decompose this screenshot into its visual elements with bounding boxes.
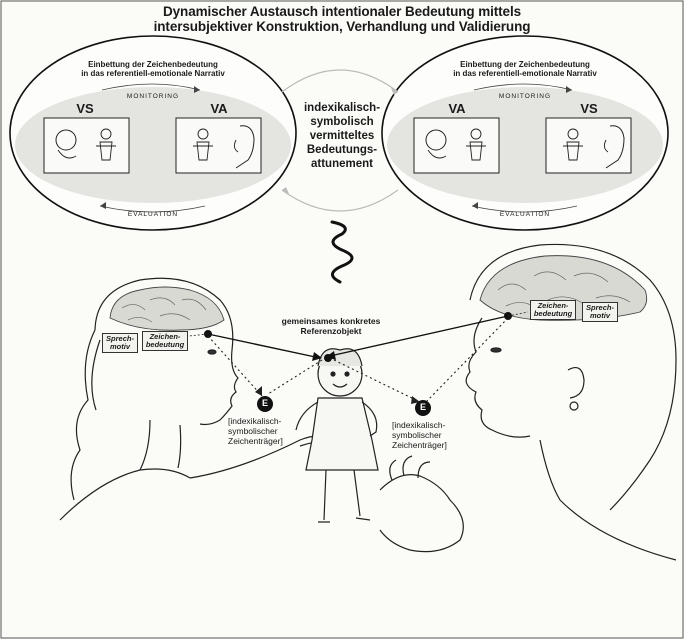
- exchange-arc-bottom: [282, 190, 398, 211]
- left-zeichen-line-2: bedeutung: [145, 341, 185, 349]
- child-to-referent-line: [208, 334, 320, 358]
- right-sprechmotiv-box: Sprech- motiv: [582, 302, 618, 322]
- attunement-caption: indexikalisch- symbolisch vermitteltes B…: [292, 101, 392, 171]
- left-sign-line-1: [indexikalisch-: [228, 416, 306, 426]
- referent-node: [324, 354, 332, 362]
- right-zeichenbedeutung-box: Zeichen- bedeutung: [530, 300, 576, 320]
- diagram-title: Dynamischer Austausch intentionaler Bede…: [0, 4, 684, 34]
- right-monitoring-label: MONITORING: [490, 93, 560, 100]
- left-sign-line-2: symbolischer: [228, 426, 306, 436]
- right-embedding-caption: Einbettung der Zeichenbedeutung in das r…: [430, 60, 620, 78]
- left-sprechmotiv-line-2: motiv: [105, 343, 135, 351]
- squiggle-symbol: [332, 222, 352, 282]
- right-sign-caption: [indexikalisch- symbolischer Zeichenträg…: [392, 420, 470, 450]
- left-oval-vs-label: VS: [60, 101, 110, 116]
- right-zeichen-line-2: bedeutung: [533, 310, 573, 318]
- left-embedding-line-2: in das referentiell-emotionale Narrativ: [58, 69, 248, 78]
- vs-scene-frame-right: [546, 118, 631, 173]
- referent-line-1: gemeinsames konkretes: [266, 316, 396, 326]
- child-figure: [60, 278, 340, 520]
- referent-caption: gemeinsames konkretes Referenzobjekt: [266, 316, 396, 336]
- attunement-line-1: indexikalisch-: [292, 101, 392, 115]
- right-sign-line-1: [indexikalisch-: [392, 420, 470, 430]
- left-sprechmotiv-box: Sprech- motiv: [102, 333, 138, 353]
- left-oval-va-label: VA: [194, 101, 244, 116]
- left-embedding-caption: Einbettung der Zeichenbedeutung in das r…: [58, 60, 248, 78]
- attunement-line-2: symbolisch: [292, 115, 392, 129]
- left-monitoring-label: MONITORING: [118, 93, 188, 100]
- vs-scene-frame-left: [44, 118, 129, 173]
- attunement-line-3: vermitteltes: [292, 129, 392, 143]
- doll-figure: [296, 349, 378, 522]
- adult-brain-to-sign: [426, 318, 508, 402]
- left-sign-line-3: Zeichenträger]: [228, 436, 306, 446]
- right-sprechmotiv-line-2: motiv: [585, 312, 615, 320]
- right-embedding-line-2: in das referentiell-emotionale Narrativ: [430, 69, 620, 78]
- left-sign-marker: E: [259, 398, 271, 408]
- referent-line-2: Referenzobjekt: [266, 326, 396, 336]
- left-zeichenbedeutung-box: Zeichen- bedeutung: [142, 331, 188, 351]
- exchange-arc-top: [282, 70, 398, 92]
- right-oval-va-label: VA: [432, 101, 482, 116]
- right-sign-marker: E: [417, 402, 429, 412]
- title-line-2: intersubjektiver Konstruktion, Verhandlu…: [0, 19, 684, 34]
- title-line-1: Dynamischer Austausch intentionaler Bede…: [0, 4, 684, 19]
- attunement-line-4: Bedeutungs-: [292, 143, 392, 157]
- va-scene-frame-left: [176, 118, 261, 173]
- referent-to-child-sign: [268, 360, 322, 394]
- attunement-line-5: attunement: [292, 157, 392, 171]
- right-sign-line-3: Zeichenträger]: [392, 440, 470, 450]
- right-oval-vs-label: VS: [564, 101, 614, 116]
- right-evaluation-label: EVALUATION: [490, 211, 560, 218]
- va-scene-frame-right: [414, 118, 499, 173]
- right-sign-line-2: symbolischer: [392, 430, 470, 440]
- left-sign-caption: [indexikalisch- symbolischer Zeichenträg…: [228, 416, 306, 446]
- left-embedding-line-1: Einbettung der Zeichenbedeutung: [58, 60, 248, 69]
- right-embedding-line-1: Einbettung der Zeichenbedeutung: [430, 60, 620, 69]
- left-evaluation-label: EVALUATION: [118, 211, 188, 218]
